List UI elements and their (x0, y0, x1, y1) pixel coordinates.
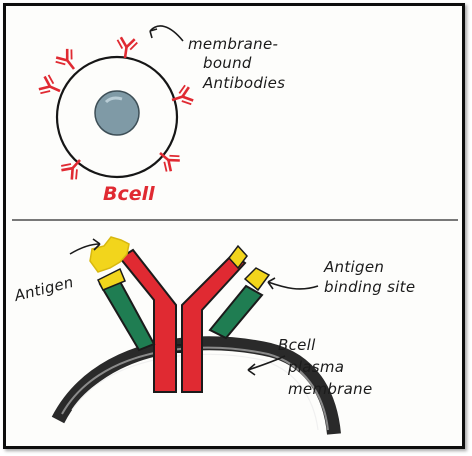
cell-label: Bcell (103, 183, 155, 205)
variable-tip-right-heavy (228, 244, 248, 270)
membrane-label-line-1: Bcell (278, 336, 316, 354)
arrowhead (247, 363, 256, 376)
b-cell (55, 55, 179, 179)
nucleus-highlight (104, 96, 123, 104)
antigen-pointer-arrow (69, 243, 101, 255)
arrowhead (92, 238, 101, 251)
plasma-membrane (51, 336, 341, 435)
antibody-label-line-1: membrane- (188, 35, 278, 53)
cell-membrane (55, 55, 179, 179)
antibody-label-line-3: Antibodies (202, 74, 285, 92)
binding-site-pointer-arrow (267, 281, 319, 290)
variable-tip-left (96, 267, 126, 291)
binding-site-label-line-2: binding site (324, 278, 415, 296)
light-chain-right (208, 284, 264, 340)
heavy-chain-right (181, 252, 247, 393)
binding-site-label-line-1: Antigen (323, 258, 384, 276)
pointer-arrow (149, 25, 184, 42)
antigen-label: Antigen (12, 273, 76, 305)
membrane-label-line-3: membrane (288, 380, 372, 398)
arrowhead (267, 277, 276, 290)
membrane-antibody-large (96, 244, 271, 393)
antibody-label-line-2: bound (203, 54, 252, 72)
membrane-label-line-2: plasma (287, 358, 344, 376)
membrane-pointer-arrow (247, 355, 286, 371)
arrowhead (149, 28, 158, 39)
heavy-chain-left (118, 248, 177, 393)
binding-site (243, 267, 271, 292)
diagram-frame (3, 3, 465, 449)
antigen-shape (89, 236, 130, 273)
